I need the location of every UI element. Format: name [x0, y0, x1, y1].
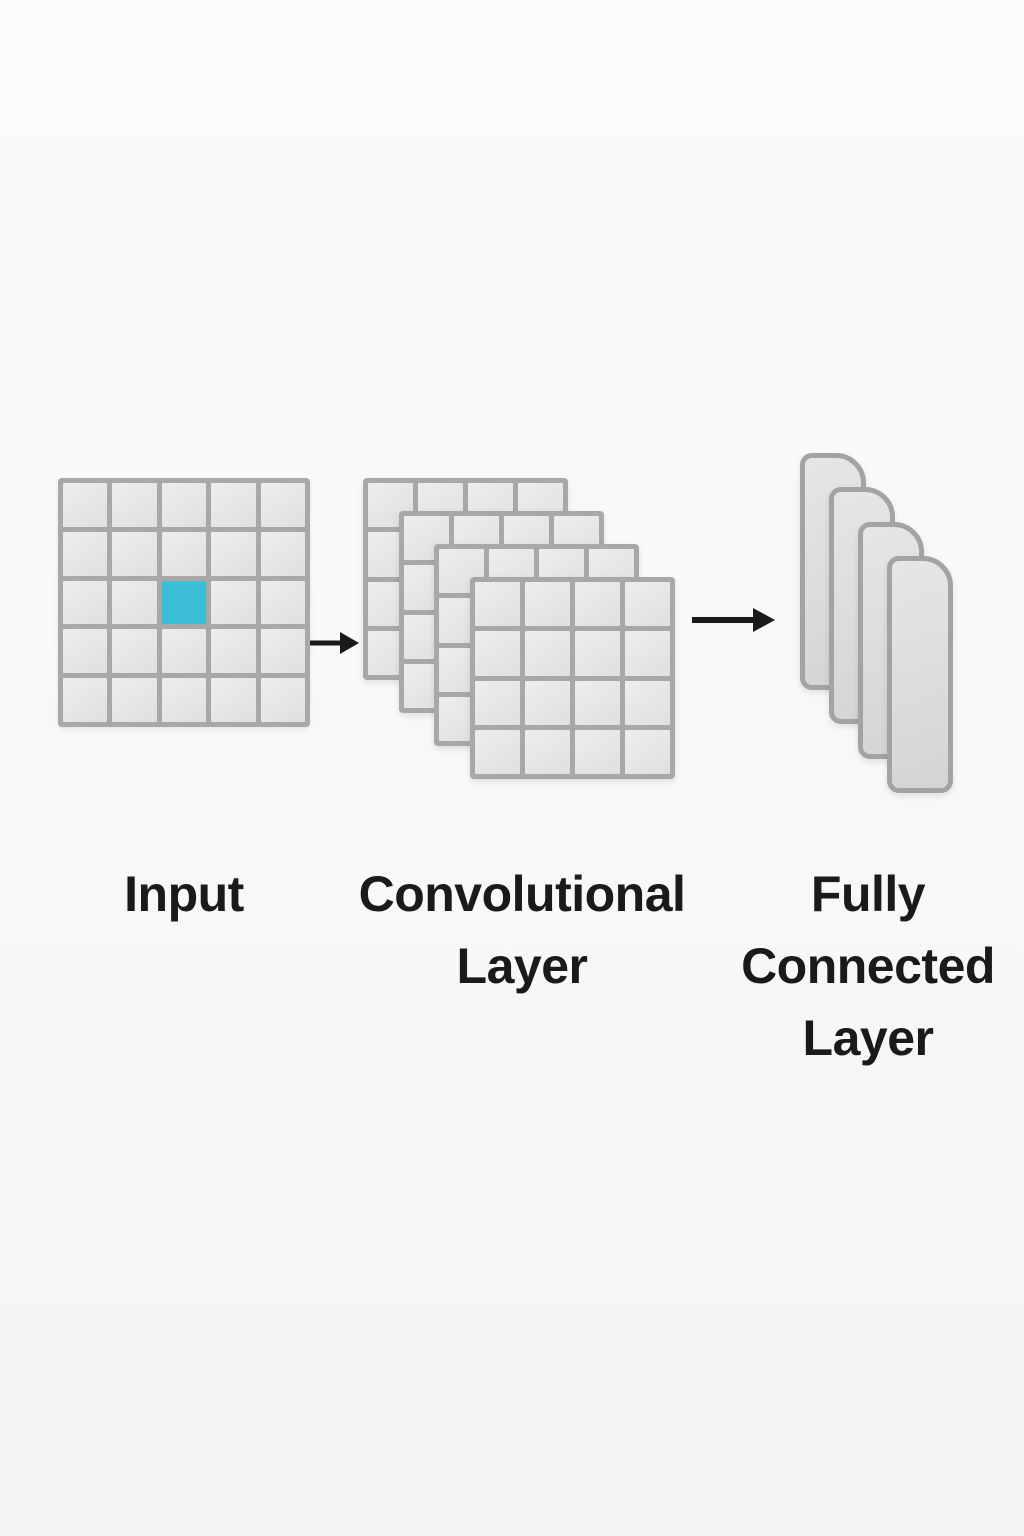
feature-map-cell	[474, 680, 520, 725]
input-cell	[63, 629, 108, 674]
convolutional-layer-label: Convolutional Layer	[358, 866, 686, 994]
fully-connected-layer-label: Fully Connected Layer	[741, 866, 995, 1066]
feature-map-cell	[524, 680, 570, 725]
input-cell	[112, 580, 157, 625]
feature-map-cell	[624, 631, 670, 676]
arrow-input-to-conv-icon	[310, 632, 359, 654]
input-grid	[58, 478, 310, 727]
input-cell	[161, 678, 207, 722]
input-cell	[260, 629, 305, 674]
input-cell	[211, 678, 256, 722]
input-cell	[260, 678, 305, 722]
input-cell	[161, 629, 207, 674]
feature-map-cell	[624, 680, 670, 725]
input-cell	[211, 580, 256, 625]
input-cell	[211, 531, 256, 576]
feature-map-cell	[474, 582, 520, 627]
input-cell	[260, 580, 305, 625]
input-cell	[112, 629, 157, 674]
feature-map-cell	[474, 631, 520, 676]
input-cell	[161, 531, 207, 576]
feature-map-cell	[624, 582, 670, 627]
input-cell	[63, 483, 108, 527]
input-cell	[112, 483, 157, 527]
feature-map-grid	[469, 577, 675, 779]
feature-map-cell	[574, 582, 620, 627]
feature-map-cell	[574, 631, 620, 676]
input-cell	[161, 483, 207, 527]
feature-map-cell	[524, 631, 570, 676]
feature-map-cell	[524, 729, 570, 774]
input-cell	[63, 580, 108, 625]
feature-map-cell	[624, 729, 670, 774]
feature-map-cell	[574, 729, 620, 774]
arrow-conv-to-fc-icon	[692, 608, 775, 632]
input-cell	[211, 483, 256, 527]
input-cell	[260, 531, 305, 576]
input-cell	[211, 629, 256, 674]
input-cell	[112, 678, 157, 722]
feature-map-cell	[474, 729, 520, 774]
input-cell	[63, 678, 108, 722]
convolutional-layer-stack	[363, 478, 678, 783]
feature-map-cell	[574, 680, 620, 725]
input-cell	[260, 483, 305, 527]
input-highlighted-cell	[161, 580, 207, 625]
feature-map-cell	[524, 582, 570, 627]
fully-connected-layer-stack	[800, 453, 960, 793]
fc-unit-bar	[887, 555, 953, 793]
input-cell	[112, 531, 157, 576]
input-cell	[63, 531, 108, 576]
input-label: Input	[124, 866, 244, 922]
